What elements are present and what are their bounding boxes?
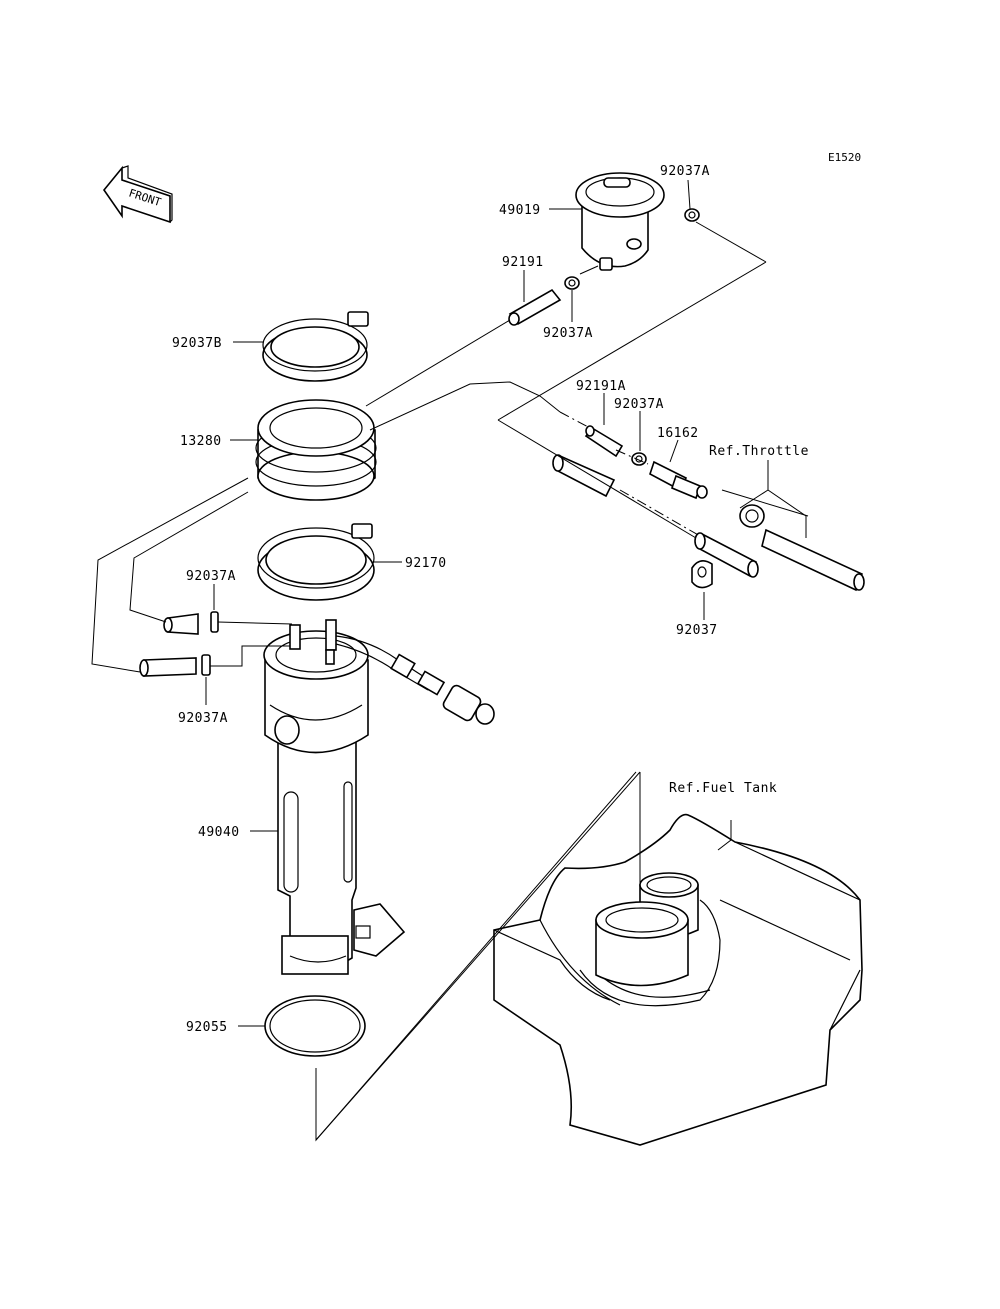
clamp-92037 [691,560,713,589]
front-arrow-icon: FRONT [102,165,173,224]
label-92037A-mid: 92037A [543,326,593,341]
fuel-pump-49040 [263,619,495,975]
leader-throttle [767,460,807,538]
diagram-code: E1520 [828,151,861,164]
label-49040: 49040 [198,825,240,840]
boot-13280 [255,399,377,501]
label-92191A: 92191A [576,379,626,394]
band-clamp-92037B [262,311,369,382]
assembly-lines [91,221,809,1142]
hose-end-left-lower [139,657,197,677]
label-92037A-left1: 92037A [186,569,236,584]
band-clamp-92170 [257,523,375,601]
leader-92037A-top [687,179,691,210]
label-16162: 16162 [657,426,699,441]
label-92037A-right: 92037A [614,397,664,412]
hose-92191 [508,288,562,326]
label-92037B: 92037B [172,336,222,351]
label-ref-throttle: Ref.Throttle [709,444,809,459]
clamp-92037A-top [684,208,700,222]
o-ring-92055 [264,995,366,1057]
label-92037: 92037 [676,623,718,638]
leader-throttle-2 [739,489,769,509]
label-92037A-top: 92037A [660,164,710,179]
hose-92191A [584,425,624,458]
fuel-filter-49019 [575,172,665,271]
clamp-92037A-left2 [201,654,211,676]
fuel-tank [493,813,863,1146]
label-92055: 92055 [186,1020,228,1035]
hose-end-left-upper [163,613,199,635]
clamp-92037A-mid [564,276,580,290]
throttle-clamp [739,504,765,528]
label-13280: 13280 [180,434,222,449]
label-92191: 92191 [502,255,544,270]
leader-16162 [669,439,679,463]
hose-right-lower [694,532,759,578]
fitting-16162 [649,460,708,500]
label-49019: 49019 [499,203,541,218]
clamp-92037A-right [631,452,647,466]
label-ref-fuel-tank: Ref.Fuel Tank [669,781,777,796]
clamp-92037A-left1 [210,611,219,633]
hose-right-middle [552,454,616,498]
label-92170: 92170 [405,556,447,571]
label-92037A-left2: 92037A [178,711,228,726]
throttle-hose [761,528,865,592]
leader-fuel-tank [717,820,732,851]
